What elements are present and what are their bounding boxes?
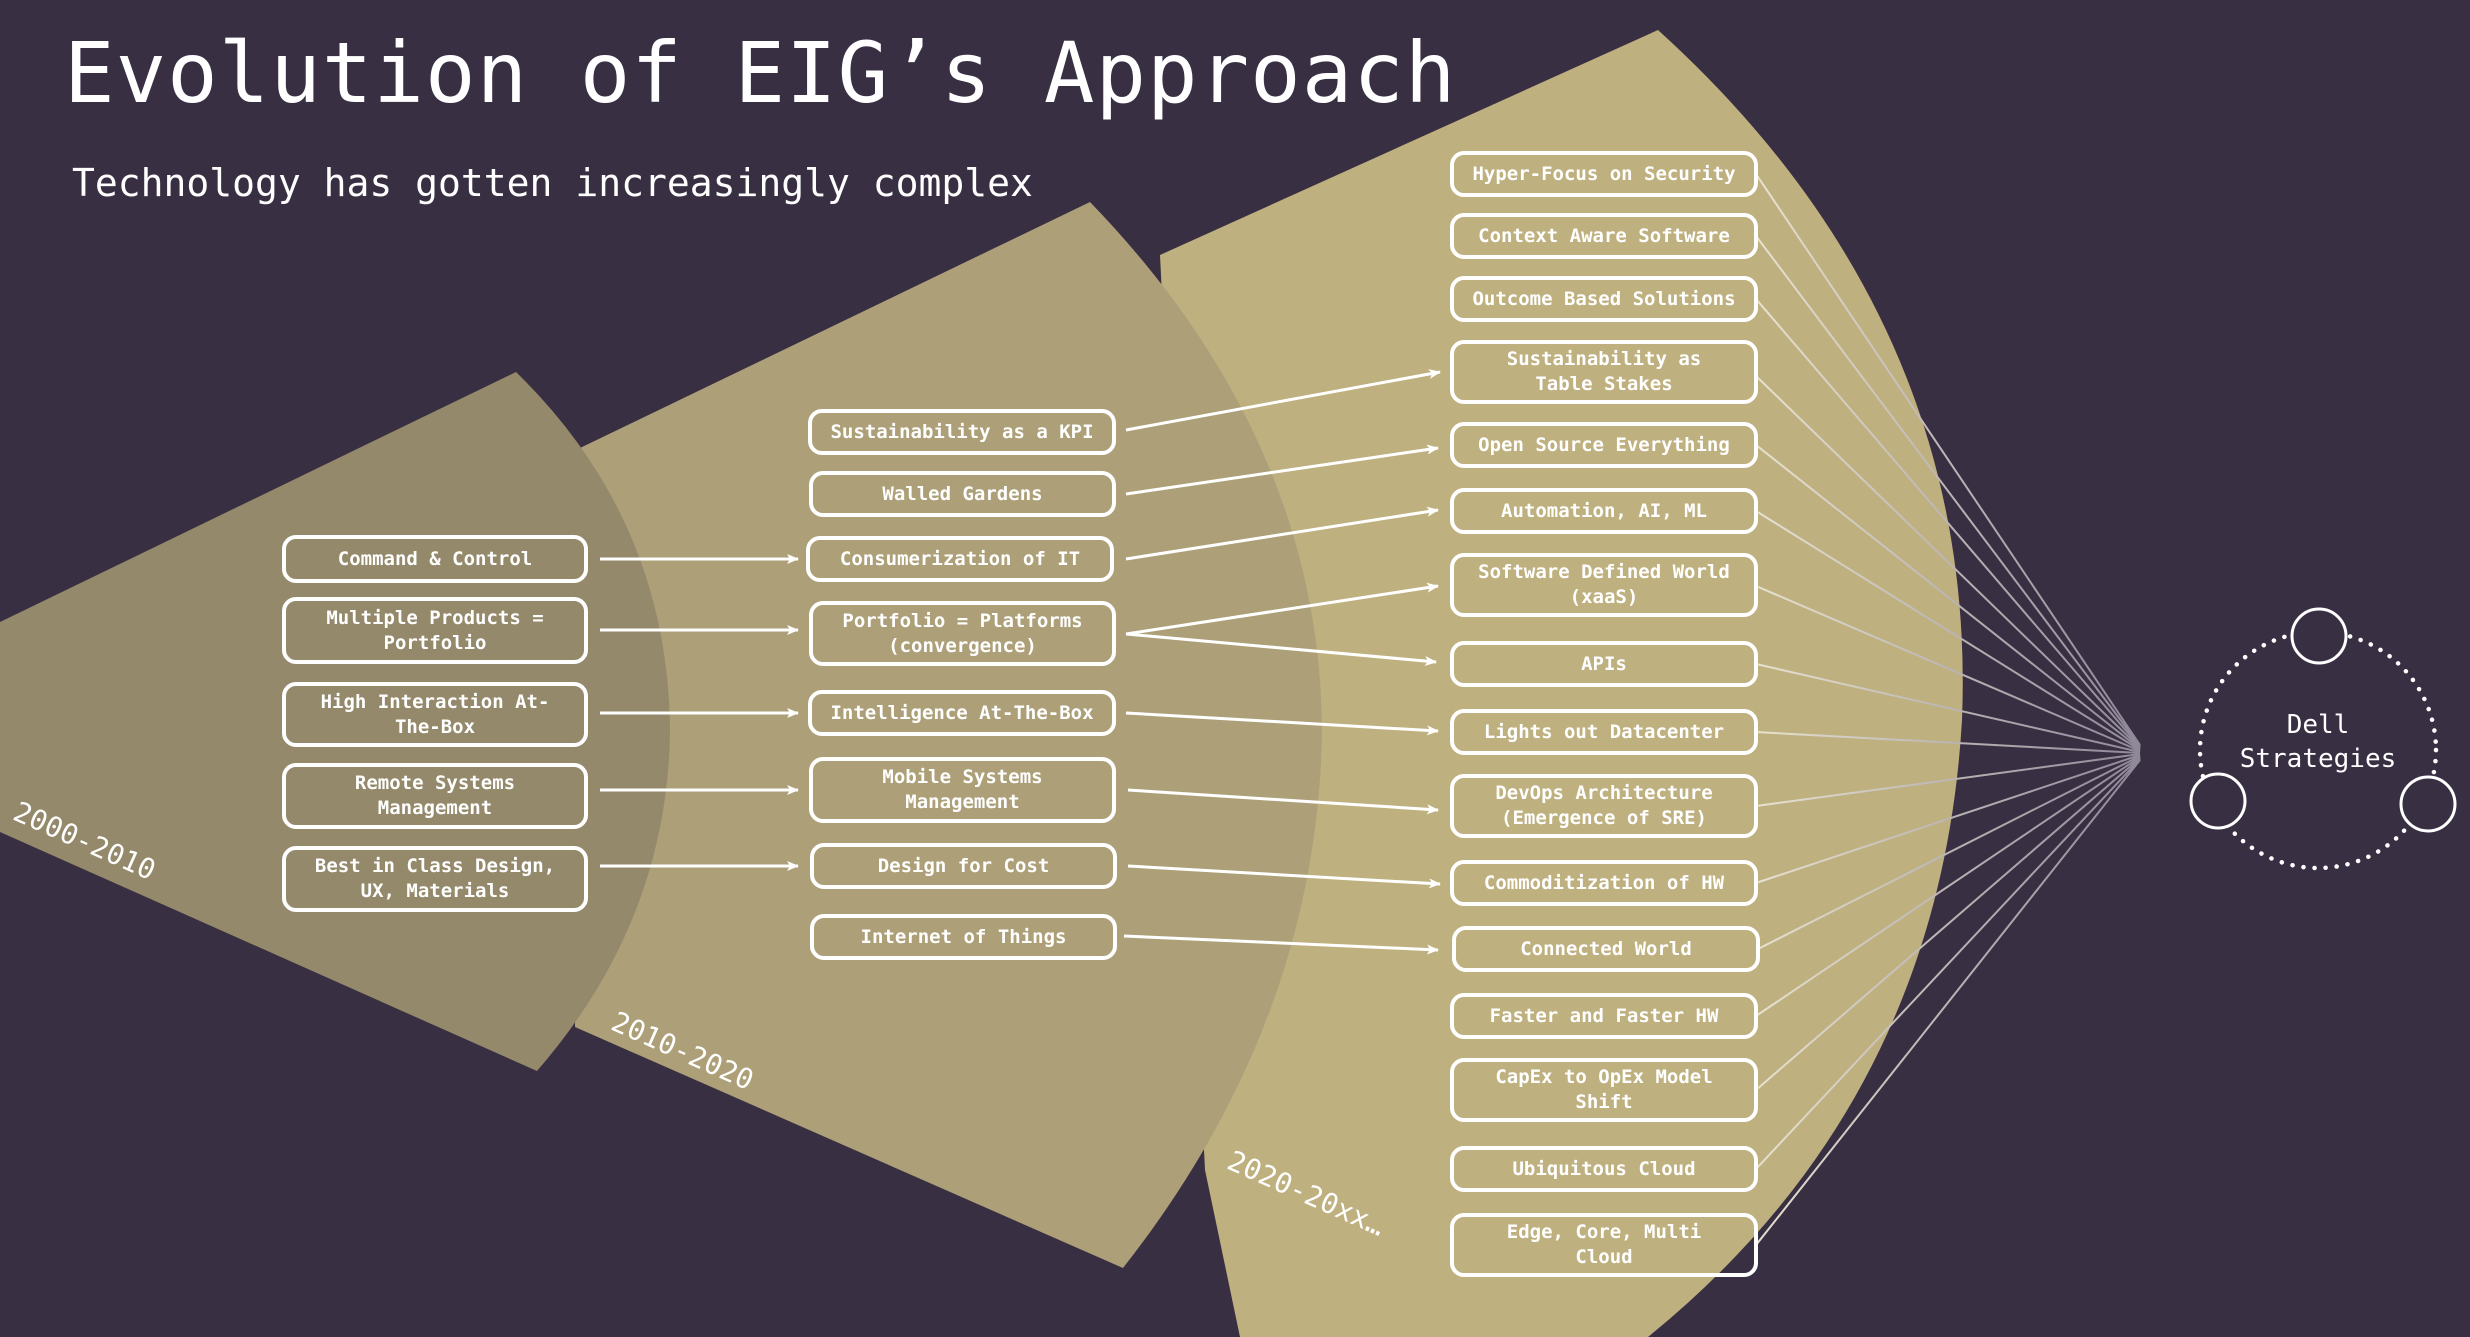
era-2020-item: Lights out Datacenter [1450,709,1758,755]
era-2020-item: Outcome Based Solutions [1450,276,1758,322]
era-2010-item: Intelligence At-The-Box [808,690,1116,736]
era-2000-item: Command & Control [282,535,588,583]
era-2010-item: Portfolio = Platforms (convergence) [809,601,1116,666]
era-2020-item: CapEx to OpEx Model Shift [1450,1058,1758,1122]
era-2020-item: Hyper-Focus on Security [1450,151,1758,197]
era-2020-item: Commoditization of HW [1450,860,1758,906]
era-2020-item: Open Source Everything [1450,422,1758,468]
era-2020-item: DevOps Architecture (Emergence of SRE) [1450,774,1758,838]
era-2010-item: Design for Cost [810,843,1117,889]
era-2000-item: Remote Systems Management [282,763,588,829]
dell-strategies-label: Dell Strategies [2239,710,2397,774]
strategy-rays [1755,173,2141,1246]
era-2010-item: Consumerization of IT [806,536,1114,582]
dell-strategies-cycle [2189,607,2457,871]
era-2020-item: Ubiquitous Cloud [1450,1146,1758,1192]
arrows-2010-to-2020 [1123,369,1441,955]
era-2020-item: Faster and Faster HW [1450,993,1758,1039]
arrows-2000-to-2010 [600,554,799,871]
page-title: Evolution of EIG’s Approach [64,24,1457,122]
era-2000-item: Best in Class Design, UX, Materials [282,846,588,912]
era-2020-item: Sustainability as Table Stakes [1450,340,1758,404]
era-2010-item: Sustainability as a KPI [808,409,1116,455]
era-2020-item: Software Defined World (xaaS) [1450,553,1758,617]
era-2000-item: Multiple Products = Portfolio [282,597,588,664]
page-subtitle: Technology has gotten increasingly compl… [72,161,1033,205]
era-2000-fan [0,372,670,1071]
cycle-node-right [2399,775,2457,833]
era-2020-item: APIs [1450,641,1758,687]
era-2010-item: Walled Gardens [809,471,1116,517]
era-2020-item: Connected World [1452,926,1760,972]
era-2010-item: Internet of Things [810,914,1117,960]
era-2020-item: Automation, AI, ML [1450,488,1758,534]
era-2020-item: Edge, Core, Multi Cloud [1450,1213,1758,1277]
cycle-node-top [2290,607,2348,665]
cycle-node-left [2189,772,2247,830]
era-2000-item: High Interaction At- The-Box [282,682,588,747]
era-2010-item: Mobile Systems Management [809,757,1116,823]
era-2020-item: Context Aware Software [1450,213,1758,259]
